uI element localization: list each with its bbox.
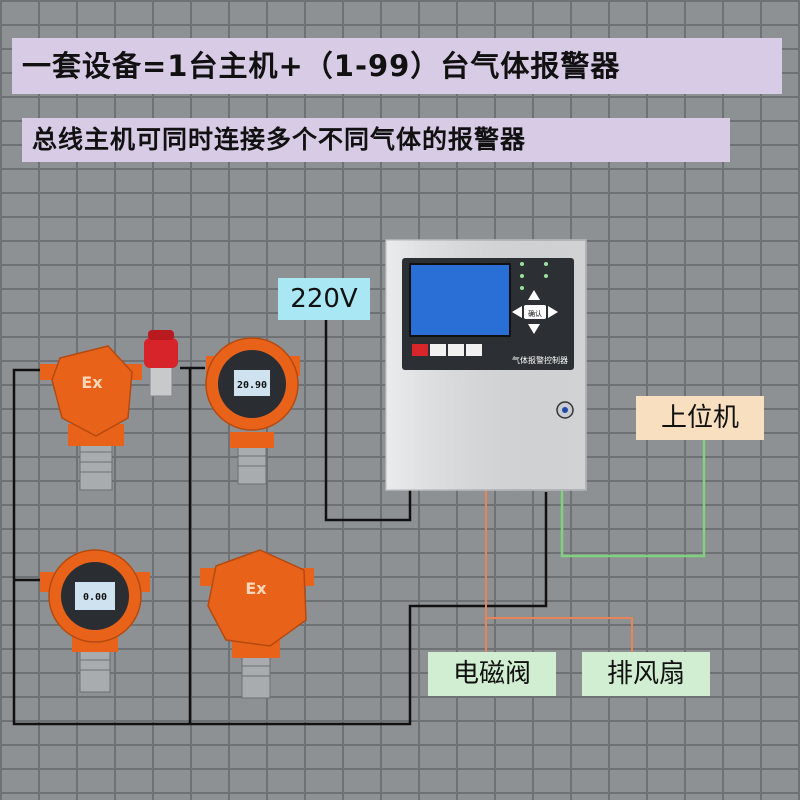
exhaust-fan-label: 排风扇 (582, 652, 710, 696)
comm-wire-host-pc (560, 440, 706, 558)
gas-detector-4: Ex (200, 549, 314, 699)
up-arrow-icon[interactable] (528, 290, 540, 300)
right-arrow-icon[interactable] (548, 306, 558, 318)
controller-screen (409, 263, 511, 337)
power-wire (324, 316, 412, 522)
confirm-button[interactable] (524, 305, 546, 319)
bus-wiring (12, 316, 548, 726)
controller-cabinet: 确认 气体报警控制器 (385, 239, 587, 491)
page-subtitle: 总线主机可同时连接多个不同气体的报警器 (22, 118, 730, 162)
solenoid-valve-label: 电磁阀 (428, 652, 556, 696)
reset-button[interactable] (430, 344, 446, 356)
return-button[interactable] (466, 344, 482, 356)
nav-keypad[interactable]: 确认 (512, 290, 558, 334)
ex-marking-4: Ex (245, 579, 267, 598)
gas-detector-1: Ex (40, 345, 142, 491)
power-label: 220V (278, 278, 370, 320)
left-arrow-icon[interactable] (512, 306, 522, 318)
detector-reading-2: 20.90 (237, 380, 267, 391)
gas-detector-2: 20.90 (205, 337, 300, 485)
down-arrow-icon[interactable] (528, 324, 540, 334)
relay-wiring (485, 490, 633, 652)
key-lock-icon (556, 401, 574, 419)
setup-button[interactable] (448, 344, 464, 356)
host-pc-label: 上位机 (636, 396, 764, 440)
status-leds (520, 262, 548, 290)
page-title: 一套设备=1台主机+（1-99）台气体报警器 (12, 38, 782, 94)
mute-button[interactable] (412, 344, 428, 356)
alarm-beacon (144, 330, 178, 397)
controller-name-label: 气体报警控制器 (512, 355, 568, 365)
bus-left-loop (12, 368, 548, 726)
detector-reading-3: 0.00 (83, 592, 107, 603)
ex-marking-1: Ex (81, 373, 103, 392)
relay-wire-fan (486, 617, 633, 652)
confirm-button-label: 确认 (528, 309, 542, 318)
gas-detector-3: 0.00 (40, 549, 150, 693)
